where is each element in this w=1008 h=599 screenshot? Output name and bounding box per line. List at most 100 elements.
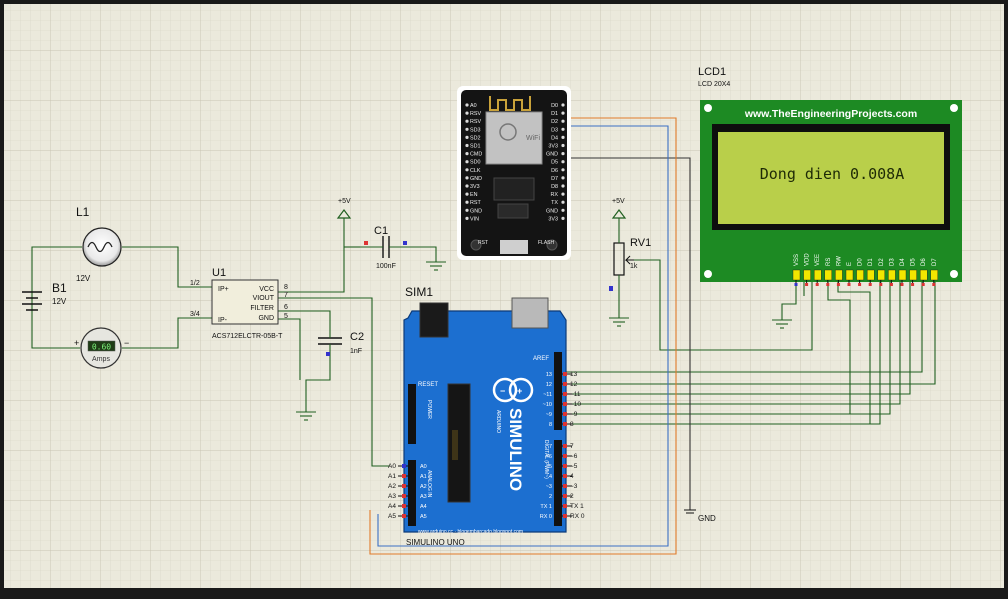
analog-pin-ext-label: A0: [388, 463, 396, 470]
lcd-pin-pad: [856, 269, 864, 281]
lcd-pin-pad: [867, 269, 875, 281]
rv1-value: 1k: [630, 263, 638, 270]
svg-text:−: −: [500, 386, 505, 396]
c1-ref: C1: [374, 225, 388, 237]
u1-pin-name-1: IP-: [218, 317, 228, 324]
lcd-pin-label: D5: [911, 258, 917, 266]
arduino-brand: ARDUINO: [495, 410, 501, 433]
lamp-l1[interactable]: L1 12V: [76, 205, 122, 283]
power-5v-right: +5V: [611, 198, 627, 219]
lcd-pin-pad: [888, 269, 896, 281]
reset-label: RESET: [418, 382, 438, 388]
esp-left-pin-label: VIN: [470, 216, 479, 222]
esp-left-pin-label: RST: [470, 200, 481, 206]
u1-rpin-num-1: 7: [284, 292, 288, 299]
digital-label: DIGITAL (PWM~): [543, 440, 549, 479]
capacitor-c2[interactable]: C2 1nF: [318, 318, 364, 368]
digital-pin-state: [563, 412, 567, 416]
power-label: POWER: [426, 400, 432, 419]
ammeter-unit: Amps: [92, 356, 110, 363]
digital-pin-state: [563, 484, 567, 488]
lcd-pin-label: D2: [879, 258, 885, 266]
esp-right-pin-label: D0: [551, 103, 558, 109]
b1-ref: B1: [52, 281, 67, 295]
digital-pin-label: ~5: [546, 464, 552, 470]
l1-ref: L1: [76, 205, 90, 219]
lcd-pin-state: [868, 283, 872, 286]
capacitor-c1[interactable]: C1 100nF: [360, 225, 410, 270]
esp-right-pin-label: D8: [551, 184, 558, 190]
gnd-c1: [426, 261, 446, 271]
potentiometer-rv1[interactable]: RV1 1k: [609, 230, 651, 291]
lcd-pin-state: [847, 283, 851, 286]
esp-right-pin-dot: [561, 111, 565, 115]
digital-pin-label: ~3: [546, 484, 552, 490]
analog-pin-state: [402, 504, 406, 508]
analog-pin-ext-label: A5: [388, 513, 396, 520]
esp-left-pin-label: SD1: [470, 144, 481, 150]
digital-pin-state: [563, 474, 567, 478]
digital-pin-state: [563, 444, 567, 448]
digital-pin-num: ~9: [570, 411, 578, 418]
digital-pin-label: ~10: [543, 402, 552, 408]
digital-pin-label: TX 1: [540, 504, 552, 510]
digital-pin-state: [563, 422, 567, 426]
simulino-uno[interactable]: SIM1 − + SIMULINO ARDUINO RESET POWER AN…: [388, 285, 585, 547]
esp-left-pin-label: RSV: [470, 119, 481, 125]
lcd-pin-state: [921, 283, 925, 286]
vcc-label-left: +5V: [338, 198, 351, 205]
lcd-pin-label: E: [847, 262, 853, 266]
digital-pin-label: 7: [549, 444, 552, 450]
simulino-logo: − + SIMULINO ARDUINO: [492, 377, 534, 491]
lcd-module[interactable]: LCD1 LCD 20X4 www.TheEngineeringProjects…: [698, 66, 962, 286]
lcd-pin-pad: [824, 269, 832, 281]
lcd-pin-label: D6: [921, 258, 927, 266]
analog-header: [408, 460, 416, 526]
lcd-pin-pad: [845, 269, 854, 281]
gnd-lcd: [772, 319, 792, 329]
digital-pin-label: 4: [549, 474, 552, 480]
lcd-pin-pad: [877, 269, 885, 281]
l1-value: 12V: [76, 274, 91, 283]
usb-connector: [511, 297, 549, 329]
lcd-pin-pad: [792, 269, 801, 281]
esp-left-pin-dot: [465, 135, 469, 139]
u1-rpin-name-0: VCC: [259, 286, 274, 293]
esp-right-pin-dot: [561, 152, 565, 156]
esp-right-pin-label: TX: [551, 200, 558, 206]
esp-left-pin-dot: [465, 208, 469, 212]
ammeter-reading: 0.60: [92, 343, 111, 352]
sim1-ref: SIM1: [405, 285, 433, 299]
ammeter[interactable]: 0.60 Amps + −: [74, 327, 129, 369]
esp-left-pin-dot: [465, 127, 469, 131]
digital-pin-num: 7: [570, 443, 574, 450]
esp-left-pin-dot: [465, 111, 469, 115]
digital-pin-state: [563, 382, 567, 386]
u1-rpin-num-2: 6: [284, 304, 288, 311]
lcd-pin-label: VDD: [805, 253, 811, 266]
lcd-pin-pad: [898, 269, 907, 281]
digital-pin-state: [563, 402, 567, 406]
esp-right-pin-label: D1: [551, 111, 558, 117]
digital-pin-num: RX 0: [570, 513, 585, 520]
esp-right-pin-dot: [561, 160, 565, 164]
esp-left-pin-dot: [465, 184, 469, 188]
lcd-pin-label: D4: [900, 258, 906, 266]
lcd-pin-pad: [920, 269, 928, 281]
digital-pin-num: TX 1: [570, 503, 584, 510]
lcd-pin-pad: [909, 269, 917, 281]
digital-pin-num: ~10: [570, 401, 581, 408]
esp-right-pin-label: D7: [551, 176, 558, 182]
digital-pin-label: ~11: [543, 392, 552, 398]
svg-text:+: +: [74, 338, 79, 348]
sensor-u1[interactable]: U1 ACS712ELCTR-05B-T 1/2 IP+ 3/4 IP- VCC…: [190, 267, 288, 340]
u1-rpin-num-3: 5: [284, 313, 288, 320]
battery-b1[interactable]: B1 12V: [22, 281, 67, 311]
esp-left-pin-label: GND: [470, 208, 482, 214]
esp-left-pin-dot: [465, 176, 469, 180]
esp-right-pin-dot: [561, 168, 565, 172]
gnd-label: GND: [698, 514, 716, 523]
esp8266-nodemcu[interactable]: WiFi A0RSVRSVSD3SD2SD1CMDSD0CLKGND3V3ENR…: [457, 86, 571, 260]
